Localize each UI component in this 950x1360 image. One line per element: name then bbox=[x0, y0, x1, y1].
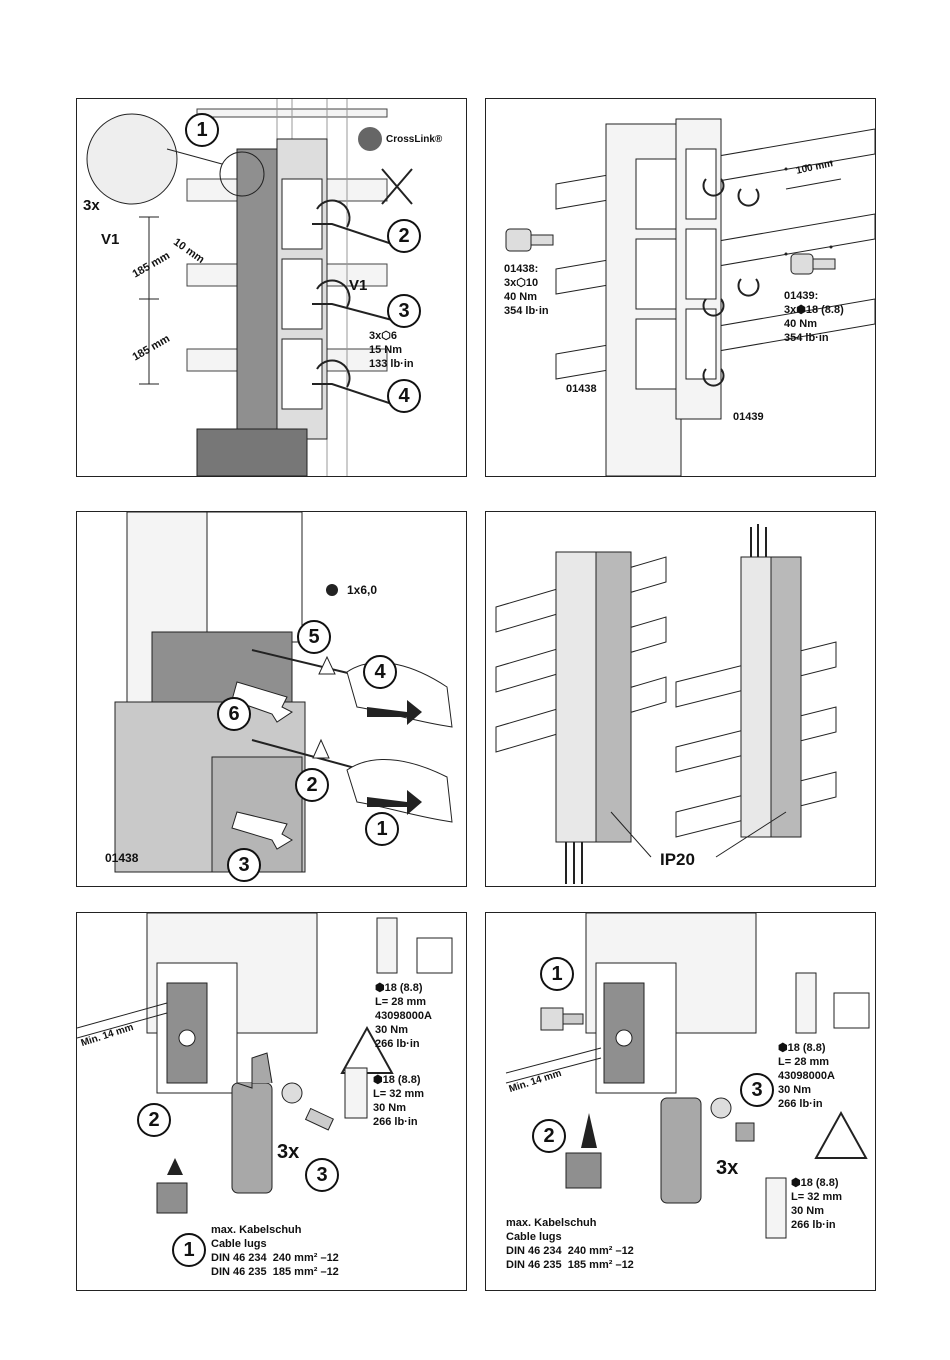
torque-spec: 3x⬡6 15 Nm 133 lb·in bbox=[369, 330, 414, 370]
step-2: 2 bbox=[532, 1119, 566, 1153]
model-01439: 01439 bbox=[733, 411, 764, 423]
count-label: 3x bbox=[83, 197, 100, 214]
step-2: 2 bbox=[387, 219, 421, 253]
cable-lug-illustration-2 bbox=[505, 913, 870, 1239]
crosslink-logo-icon bbox=[358, 127, 382, 151]
step-4: 4 bbox=[387, 379, 421, 413]
count-label: 3x bbox=[277, 1141, 300, 1163]
panel-cable-lug-right: ⬢18 (8.8) L= 28 mm 43098000A 30 Nm 266 l… bbox=[485, 912, 876, 1291]
model-01438: 01438 bbox=[566, 383, 597, 395]
panel-ip20: IP20 bbox=[485, 511, 876, 887]
model-label: 01438 bbox=[105, 851, 139, 865]
lug-spec-32: ⬢18 (8.8) L= 32 mm 30 Nm 266 lb·in bbox=[373, 1074, 425, 1128]
panel-removal: 1x6,0 01438 1 2 3 4 5 6 bbox=[76, 511, 467, 887]
mounting-illustration bbox=[86, 99, 413, 476]
step-1: 1 bbox=[365, 812, 399, 846]
step-1: 1 bbox=[185, 113, 219, 147]
step-3: 3 bbox=[305, 1158, 339, 1192]
lug-spec-32: ⬢18 (8.8) L= 32 mm 30 Nm 266 lb·in bbox=[791, 1177, 843, 1231]
step-3: 3 bbox=[227, 848, 261, 882]
step-2: 2 bbox=[295, 768, 329, 802]
step-3: 3 bbox=[740, 1073, 774, 1107]
warning-icon bbox=[814, 1110, 868, 1159]
step-1: 1 bbox=[172, 1233, 206, 1267]
step-3: 3 bbox=[387, 294, 421, 328]
variant-label-2: V1 bbox=[349, 277, 368, 294]
panel-mounting: CrossLink® 3x V1 V1 185 mm 185 mm 10 mm … bbox=[76, 98, 467, 477]
left-bolt-spec: 01438: 3x⬡10 40 Nm 354 lb·in bbox=[504, 263, 549, 317]
lug-spec-28: ⬢18 (8.8) L= 28 mm 43098000A 30 Nm 266 l… bbox=[778, 1042, 835, 1110]
tool-spec: 1x6,0 bbox=[347, 583, 378, 597]
step-4: 4 bbox=[363, 655, 397, 689]
screwdriver-symbol-icon bbox=[326, 584, 338, 596]
lug-spec-28: ⬢18 (8.8) L= 28 mm 43098000A 30 Nm 266 l… bbox=[375, 982, 432, 1050]
ip20-label: IP20 bbox=[660, 850, 695, 869]
ip20-illustration bbox=[495, 524, 837, 884]
count-label: 3x bbox=[716, 1157, 739, 1179]
cable-lug-spec: max. Kabelschuh Cable lugs DIN 46 234 24… bbox=[506, 1217, 634, 1271]
step-6: 6 bbox=[217, 697, 251, 731]
step-2: 2 bbox=[137, 1103, 171, 1137]
panel-cable-lug-left: ⬢18 (8.8) L= 28 mm 43098000A 30 Nm 266 l… bbox=[76, 912, 467, 1291]
variant-label: V1 bbox=[101, 231, 120, 248]
busbar-illustration bbox=[505, 118, 875, 476]
cable-lug-spec: max. Kabelschuh Cable lugs DIN 46 234 24… bbox=[211, 1224, 339, 1278]
panel-busbar-torque: 01438: 3x⬡10 40 Nm 354 lb·in 01439: 3x⬢1… bbox=[485, 98, 876, 477]
cable-lug-illustration bbox=[77, 913, 453, 1214]
brand-label: CrossLink® bbox=[386, 134, 443, 145]
step-1: 1 bbox=[540, 957, 574, 991]
step-5: 5 bbox=[297, 620, 331, 654]
removal-illustration bbox=[114, 512, 453, 873]
right-bolt-spec: 01439: 3x⬢18 (8.8) 40 Nm 354 lb·in bbox=[784, 290, 844, 344]
